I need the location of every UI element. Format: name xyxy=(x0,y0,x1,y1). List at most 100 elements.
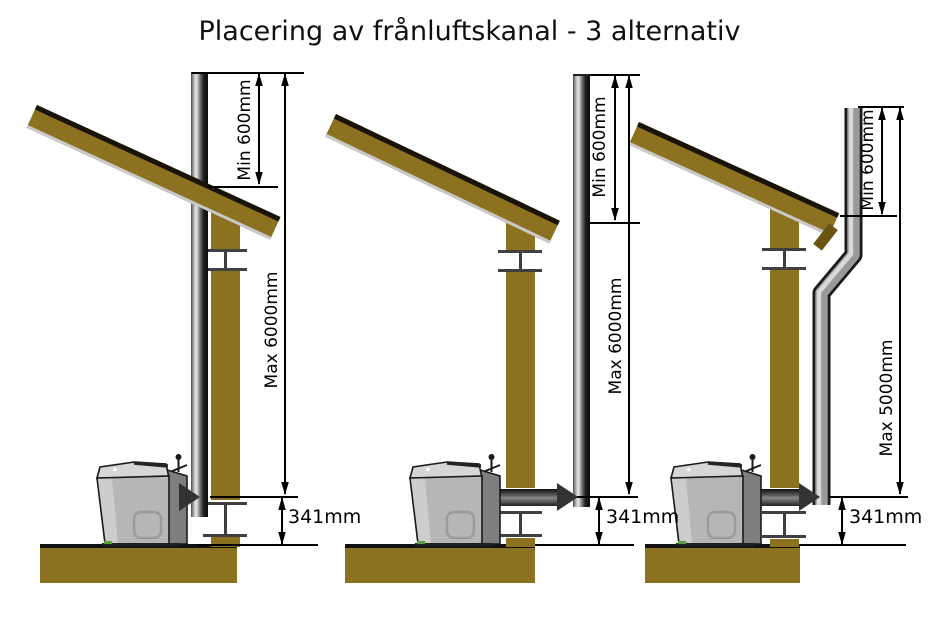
wall-base-segment xyxy=(506,538,535,547)
dim-duct-top-line xyxy=(858,106,904,108)
dim-eave-level-line xyxy=(840,215,897,217)
lid-hinge xyxy=(446,461,482,468)
page-title: Placering av frånluftskanal - 3 alternat… xyxy=(198,16,741,47)
wall-joint-icon xyxy=(203,502,247,537)
joint-web xyxy=(518,252,522,270)
outlet-height-label: 341mm xyxy=(606,506,680,528)
service-hatch xyxy=(445,510,476,540)
outlet-pipe xyxy=(496,489,560,506)
joint-flange xyxy=(498,250,542,253)
base-accent xyxy=(417,541,425,544)
arrowhead-down-icon xyxy=(595,532,603,545)
toilet-unit xyxy=(95,454,188,547)
dim-max-arrow xyxy=(625,75,633,495)
exhaust-duct xyxy=(573,74,590,507)
arrowhead-down-icon xyxy=(281,482,289,495)
toilet-front-highlight xyxy=(98,478,118,543)
toilet-base xyxy=(676,543,754,547)
hinge-lever-icon xyxy=(743,464,762,473)
joint-web xyxy=(223,251,227,269)
dim-min-arrow xyxy=(255,73,263,185)
toilet-base xyxy=(415,543,493,547)
arrowhead-up-icon xyxy=(281,73,289,86)
dim-outlet-arrow xyxy=(838,497,846,545)
joint-flange xyxy=(762,511,806,514)
hinge-lever-icon xyxy=(482,464,501,473)
arrowhead-up-icon xyxy=(896,107,904,120)
exhaust-duct-offset xyxy=(812,108,863,505)
base-accent xyxy=(678,541,686,544)
wall-joint-icon xyxy=(498,511,542,537)
dim-outlet-level-line xyxy=(210,496,298,498)
wall-main-segment xyxy=(506,272,535,488)
wall-joint-icon xyxy=(203,249,247,271)
wall-base-segment xyxy=(211,537,240,547)
service-hatch xyxy=(706,510,737,540)
joint-flange xyxy=(203,249,247,252)
min-height-label: Min 600mm xyxy=(235,79,255,181)
lid-highlight xyxy=(426,467,430,472)
wall-main-segment xyxy=(211,271,240,500)
toilet-front-highlight xyxy=(411,478,431,543)
service-hatch xyxy=(132,510,163,540)
joint-flange xyxy=(203,534,247,537)
dim-outlet-level-line xyxy=(830,496,908,498)
max-length-label: Max 6000mm xyxy=(606,277,626,395)
duct-highlight xyxy=(816,108,854,505)
dim-min-arrow xyxy=(878,107,886,215)
hinge-lever-icon xyxy=(169,464,188,473)
arrowhead-up-icon xyxy=(878,107,886,120)
outlet-height-label: 341mm xyxy=(288,506,362,528)
dim-duct-top-line xyxy=(192,72,304,74)
joint-flange xyxy=(498,534,542,537)
dim-floor-line xyxy=(197,544,318,546)
max-length-label: Max 5000mm xyxy=(877,339,897,457)
arrowhead-down-icon xyxy=(838,532,846,545)
vent-knob-icon xyxy=(488,454,495,460)
outlet-pipe xyxy=(761,489,803,506)
exhaust-duct xyxy=(191,72,208,517)
vent-knob-icon xyxy=(749,454,756,460)
dim-floor-line xyxy=(800,544,906,546)
dim-max-arrow xyxy=(281,73,289,495)
wall-main-segment xyxy=(770,270,799,488)
max-length-label: Max 6000mm xyxy=(262,271,282,389)
lid-highlight xyxy=(113,467,117,472)
arrowhead-up-icon xyxy=(838,497,846,510)
dim-roof-level-line xyxy=(208,186,278,188)
joint-web xyxy=(223,504,227,535)
duct-body xyxy=(815,108,860,505)
dim-outlet-arrow xyxy=(278,497,286,545)
arrowhead-down-icon xyxy=(878,202,886,215)
base-accent xyxy=(104,541,112,544)
roof xyxy=(325,114,560,244)
joint-web xyxy=(518,513,522,535)
outlet-height-label: 341mm xyxy=(849,506,923,528)
joint-flange xyxy=(203,268,247,271)
arrowhead-down-icon xyxy=(255,172,263,185)
toilet-base xyxy=(102,543,180,547)
dim-outlet-level-line xyxy=(577,496,638,498)
arrowhead-down-icon xyxy=(611,208,619,221)
arrowhead-up-icon xyxy=(255,73,263,86)
lid-hinge xyxy=(133,461,169,468)
lid-highlight xyxy=(687,467,691,472)
arrowhead-down-icon xyxy=(896,482,904,495)
arrowhead-down-icon xyxy=(625,482,633,495)
toilet-unit xyxy=(408,454,501,547)
arrowhead-up-icon xyxy=(625,75,633,88)
arrowhead-up-icon xyxy=(278,497,286,510)
dim-floor-line xyxy=(535,544,634,546)
joint-flange xyxy=(762,535,806,538)
lid-hinge xyxy=(707,461,743,468)
joint-web xyxy=(782,250,786,268)
arrowhead-down-icon xyxy=(278,532,286,545)
arrowhead-up-icon xyxy=(595,497,603,510)
toilet-front-highlight xyxy=(672,478,692,543)
joint-flange xyxy=(498,511,542,514)
min-height-label: Min 600mm xyxy=(858,109,878,211)
arrowhead-up-icon xyxy=(611,75,619,88)
dim-outlet-arrow xyxy=(595,497,603,545)
joint-web xyxy=(782,513,786,536)
